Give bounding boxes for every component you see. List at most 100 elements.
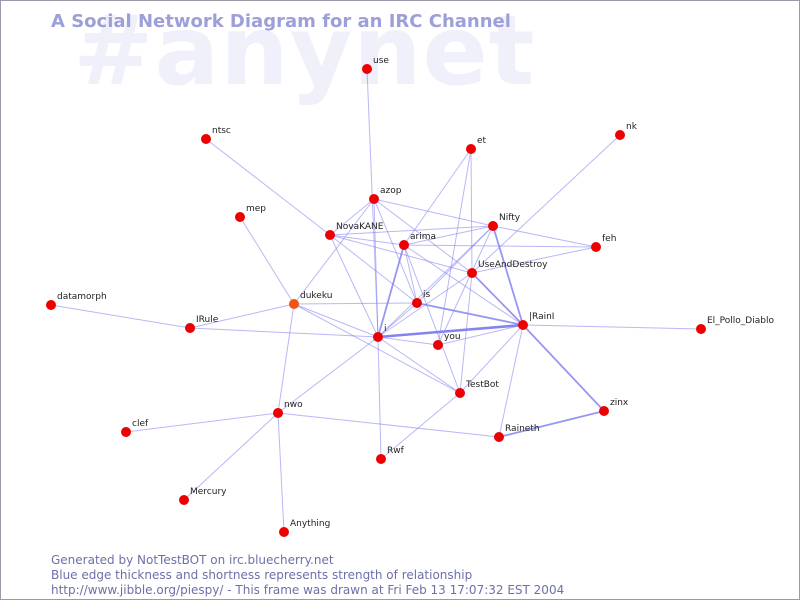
edge-dukeku-nwo <box>277 303 295 414</box>
node-label: |RainI <box>529 312 554 322</box>
edge-i-Rwf <box>377 336 382 460</box>
node-use: use <box>362 56 389 74</box>
edge-UseAndDestroy-IRainI <box>471 272 524 326</box>
node-dot <box>488 221 498 231</box>
node-label: Raineth <box>505 424 540 434</box>
node-IRainI: |RainI <box>518 312 554 330</box>
node-dot <box>455 388 465 398</box>
node-dot <box>325 230 335 240</box>
edge-i-you <box>377 336 439 346</box>
node-TestBot: TestBot <box>455 380 499 398</box>
node-Mercury: Mercury <box>179 487 227 505</box>
node-label: is <box>423 290 431 300</box>
edge-mep-dukeku <box>239 216 295 305</box>
edge-Nifty-IRainI <box>492 225 524 326</box>
node-dot <box>615 130 625 140</box>
edge-et-UseAndDestroy <box>470 148 473 274</box>
edge-arima-i <box>377 244 405 338</box>
edge-TestBot-arima <box>403 244 461 394</box>
node-label: NovaKANE <box>336 222 384 232</box>
edge-El_Pollo_Diablo-IRainI <box>522 324 702 330</box>
node-dot <box>591 242 601 252</box>
edge-arima-is <box>403 244 418 304</box>
edge-UseAndDestroy-feh <box>471 246 597 274</box>
channel-watermark: #anynet <box>73 0 536 107</box>
edge-azop-is <box>373 198 418 304</box>
edge-datamorph-IRule <box>50 304 191 329</box>
node-label: Nifty <box>499 213 521 223</box>
node-dot <box>201 134 211 144</box>
edge-Nifty-feh <box>492 225 597 248</box>
footer: Generated by NotTestBOT on irc.bluecherr… <box>51 553 564 598</box>
edge-zinx-Raineth <box>498 410 605 438</box>
edge-nwo-Raineth <box>277 412 500 438</box>
edge-you-IRainI <box>437 324 524 346</box>
node-dot <box>373 332 383 342</box>
node-dot <box>369 194 379 204</box>
edge-dukeku-TestBot <box>293 303 461 394</box>
edge-i-nwo <box>277 336 379 414</box>
node-label: zinx <box>610 398 629 408</box>
edge-nwo-Mercury <box>183 412 279 501</box>
footer-generated-by: Generated by NotTestBOT on irc.bluecherr… <box>51 553 334 567</box>
edge-azop-i <box>373 198 379 338</box>
edge-IRainI-Raineth <box>498 324 524 438</box>
node-label: IRule <box>196 315 219 325</box>
node-dot <box>289 299 299 309</box>
node-label: TestBot <box>465 380 499 390</box>
edge-azop-dukeku <box>293 198 375 305</box>
node-label: mep <box>246 204 266 214</box>
edge-i-is <box>377 302 418 338</box>
node-label: use <box>373 56 389 66</box>
edge-NovaKANE-Nifty <box>329 225 494 236</box>
edge-dukeku-is <box>293 302 418 305</box>
node-dot <box>696 324 706 334</box>
node-dot <box>399 240 409 250</box>
node-label: datamorph <box>57 292 107 302</box>
node-feh: feh <box>591 234 616 252</box>
node-dot <box>273 408 283 418</box>
node-label: azop <box>380 186 402 196</box>
node-dot <box>121 427 131 437</box>
node-you: you <box>433 332 461 350</box>
node-arima: arima <box>399 232 436 250</box>
edge-ntsc-NovaKANE <box>205 138 331 236</box>
node-IRule: IRule <box>185 315 219 333</box>
edge-et-arima <box>403 148 472 246</box>
edge-azop-NovaKANE <box>329 198 375 236</box>
node-et: et <box>466 136 487 154</box>
node-label: ntsc <box>212 126 231 136</box>
edge-layer <box>50 68 702 533</box>
edge-nk-UseAndDestroy <box>471 134 621 274</box>
node-label: UseAndDestroy <box>478 260 548 270</box>
node-label: dukeku <box>300 291 332 301</box>
node-dot <box>494 432 504 442</box>
edge-nwo-clef <box>125 412 279 433</box>
node-zinx: zinx <box>599 398 629 416</box>
edge-Nifty-you <box>437 225 494 346</box>
node-dukeku: dukeku <box>289 291 332 309</box>
node-El_Pollo_Diablo: El_Pollo_Diablo <box>696 316 774 334</box>
edge-IRainI-TestBot <box>459 324 524 394</box>
node-label: clef <box>132 419 149 429</box>
edge-IRule-i <box>189 327 379 338</box>
edge-nwo-Anything <box>277 412 285 533</box>
node-dot <box>376 454 386 464</box>
node-mep: mep <box>235 204 266 222</box>
node-Anything: Anything <box>279 519 330 537</box>
node-nwo: nwo <box>273 400 303 418</box>
node-i: i <box>373 324 387 342</box>
edge-Nifty-is <box>416 225 494 304</box>
node-dot <box>179 495 189 505</box>
node-dot <box>412 298 422 308</box>
node-azop: azop <box>369 186 402 204</box>
node-is: is <box>412 290 431 308</box>
node-label: Anything <box>290 519 330 529</box>
node-label: i <box>384 324 387 334</box>
node-dot <box>185 323 195 333</box>
edge-dukeku-IRule <box>189 303 295 329</box>
node-label: El_Pollo_Diablo <box>707 316 774 326</box>
node-dot <box>466 144 476 154</box>
